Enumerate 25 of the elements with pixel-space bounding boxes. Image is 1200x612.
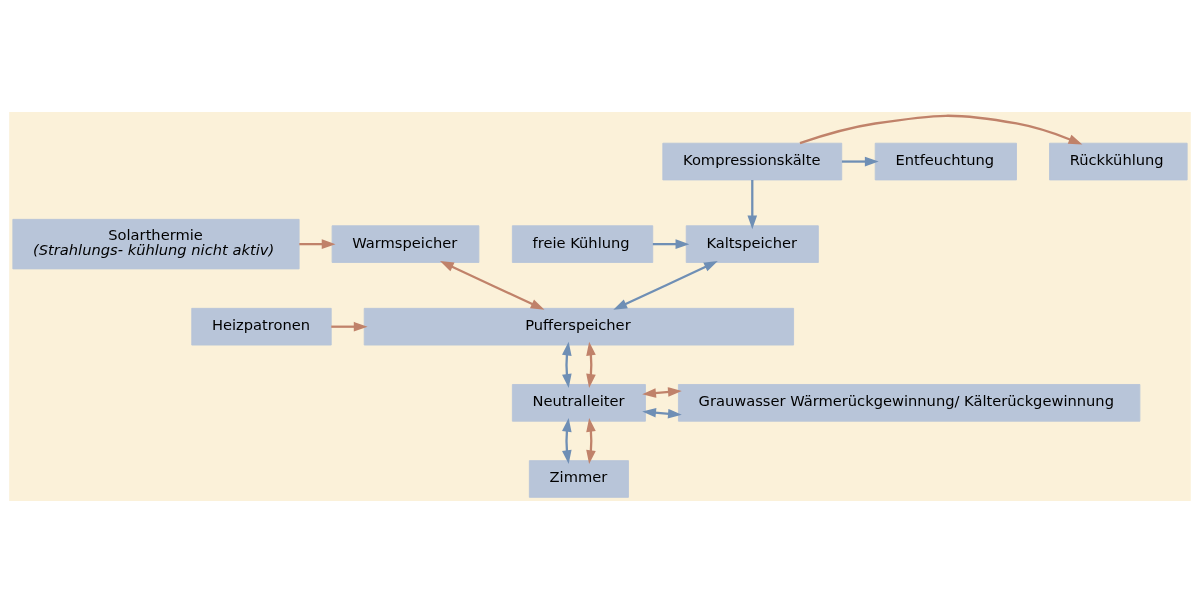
node-box: Pufferspeicher — [363, 307, 795, 345]
arrow — [642, 386, 682, 398]
node-box: Kaltspeicher — [685, 224, 819, 263]
arrow — [799, 114, 1083, 144]
arrow — [331, 321, 368, 332]
node-box: Warmspeicher — [331, 224, 480, 263]
node-box: Kompressionskälte — [662, 142, 843, 180]
node-box: freie Kühlung — [511, 224, 654, 263]
arrow — [747, 179, 758, 229]
arrow — [841, 156, 879, 166]
node-box: Entfeuchtung — [874, 142, 1017, 180]
arrow — [299, 238, 336, 249]
arrow — [652, 238, 690, 249]
arrow — [586, 417, 596, 464]
arrow — [586, 341, 596, 388]
arrow — [440, 260, 545, 310]
node-box: Heizpatronen — [191, 307, 332, 345]
node-box: Solarthermie (Strahlungs- kühlung nicht aktiv) — [12, 218, 300, 269]
node-box: Neutralleiter — [511, 383, 646, 422]
arrow — [562, 417, 572, 464]
arrow — [613, 260, 718, 310]
arrow — [562, 341, 572, 388]
node-box: Rückkühlung — [1049, 142, 1188, 180]
node-box: Zimmer — [528, 459, 629, 498]
node-box: Grauwasser Wärmerückgewinnung/ Kälterückgewinnung — [678, 383, 1141, 422]
